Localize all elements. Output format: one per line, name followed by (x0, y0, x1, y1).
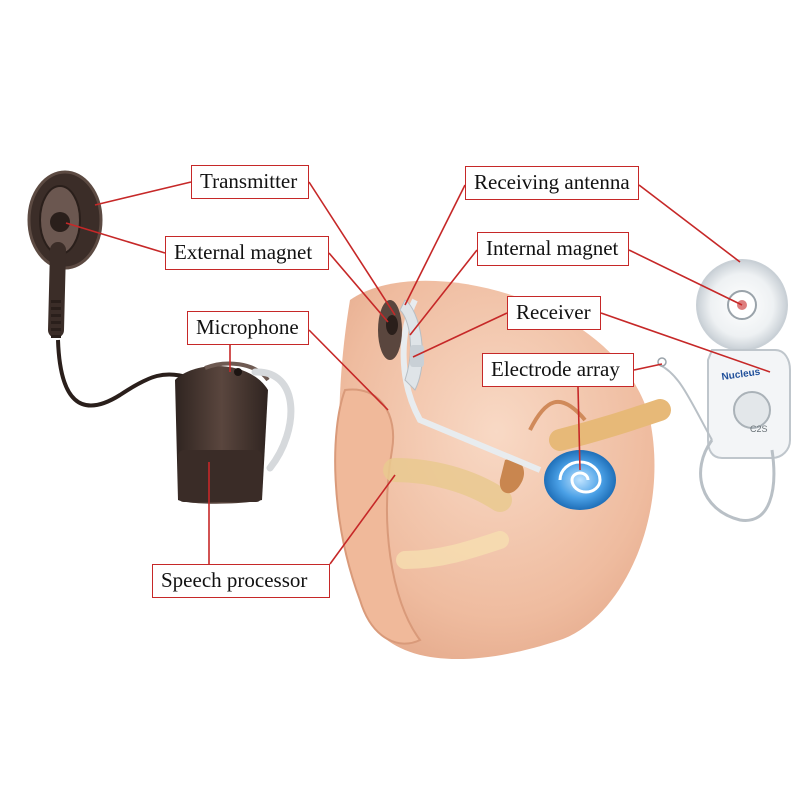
leader-electrode-array-right (634, 364, 662, 370)
internal-magnet-label: Internal magnet (477, 232, 629, 266)
transmitter-label: Transmitter (191, 165, 309, 199)
leader-receiving-antenna-right (639, 185, 740, 262)
leader-transmitter-left (95, 182, 191, 205)
microphone-icon (234, 368, 242, 376)
receiving-antenna-label: Receiving antenna (465, 166, 639, 200)
speech-processor-label: Speech processor (152, 564, 330, 598)
internal-implant: Nucleus C2S (658, 260, 790, 520)
microphone-label: Microphone (187, 311, 309, 345)
electrode-array-label: Electrode array (482, 353, 634, 387)
external-magnet-label: External magnet (165, 236, 329, 270)
speech-processor-device (175, 364, 291, 504)
receiver-label: Receiver (507, 296, 601, 330)
headpiece-cable (58, 340, 190, 406)
external-magnet-icon (50, 212, 70, 232)
external-headpiece (29, 172, 101, 340)
implant-model-text: C2S (750, 424, 768, 434)
